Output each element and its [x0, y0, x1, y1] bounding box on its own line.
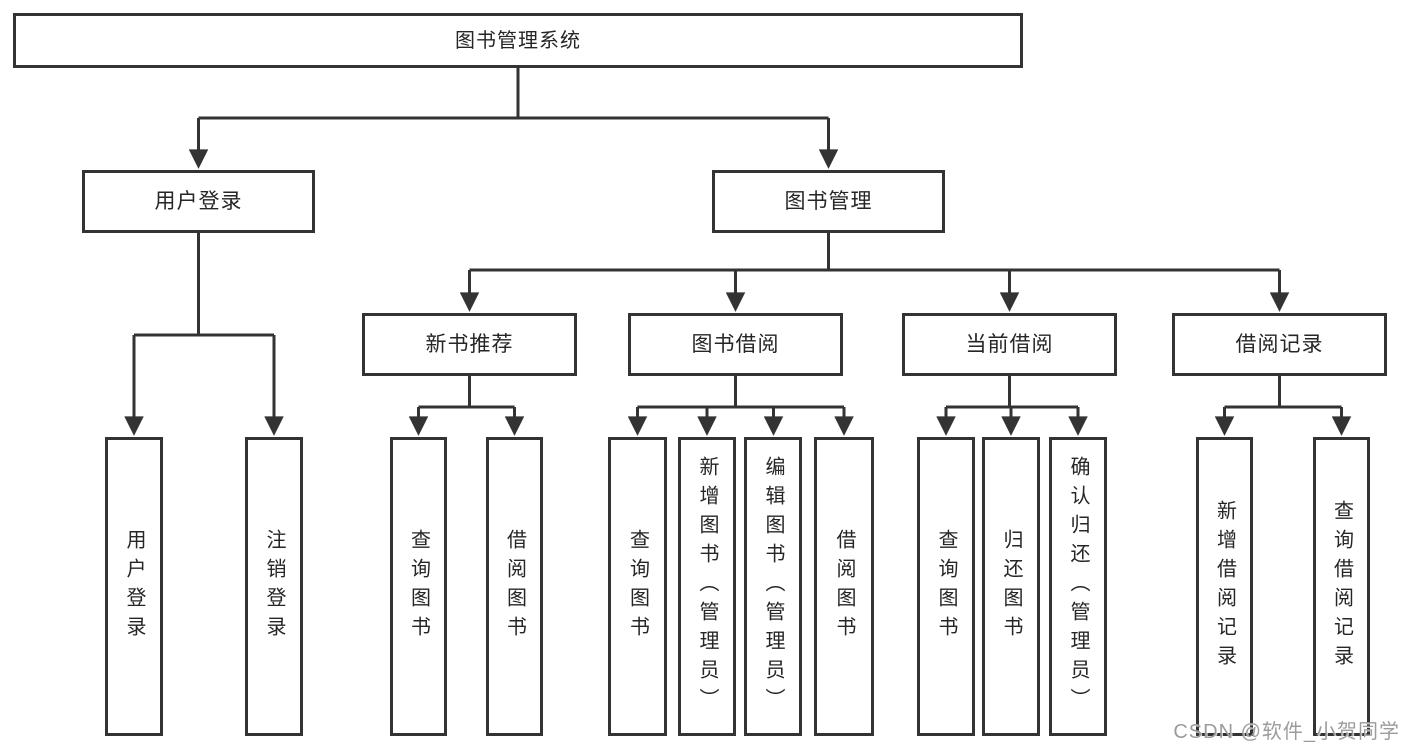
leaf-user-login: 用户登录: [105, 437, 163, 736]
leaf-edit-books-admin: 编辑图书（管理员）: [744, 437, 802, 736]
node-new-book-recommend: 新书推荐: [362, 313, 577, 376]
leaf-confirm-return-admin: 确认归还（管理员）: [1049, 437, 1107, 736]
node-current-borrowing: 当前借阅: [902, 313, 1117, 376]
node-book-borrowing: 图书借阅: [628, 313, 843, 376]
leaf-current-query-books: 查询图书: [917, 437, 975, 736]
leaf-borrowing-borrow-books: 借阅图书: [814, 437, 874, 736]
leaf-query-borrow-record: 查询借阅记录: [1313, 437, 1370, 736]
node-user-login: 用户登录: [82, 170, 315, 233]
leaf-logout: 注销登录: [245, 437, 303, 736]
leaf-recommend-query-books: 查询图书: [390, 437, 447, 736]
leaf-recommend-borrow-books: 借阅图书: [486, 437, 543, 736]
leaf-add-books-admin: 新增图书（管理员）: [678, 437, 736, 736]
node-library-system: 图书管理系统: [13, 13, 1023, 68]
leaf-borrowing-query-books: 查询图书: [608, 437, 667, 736]
csdn-watermark: CSDN @软件_小贺同学: [1173, 721, 1400, 743]
node-book-management: 图书管理: [712, 170, 945, 233]
leaf-add-borrow-record: 新增借阅记录: [1196, 437, 1253, 736]
node-borrow-records: 借阅记录: [1172, 313, 1387, 376]
leaf-return-books: 归还图书: [982, 437, 1040, 736]
